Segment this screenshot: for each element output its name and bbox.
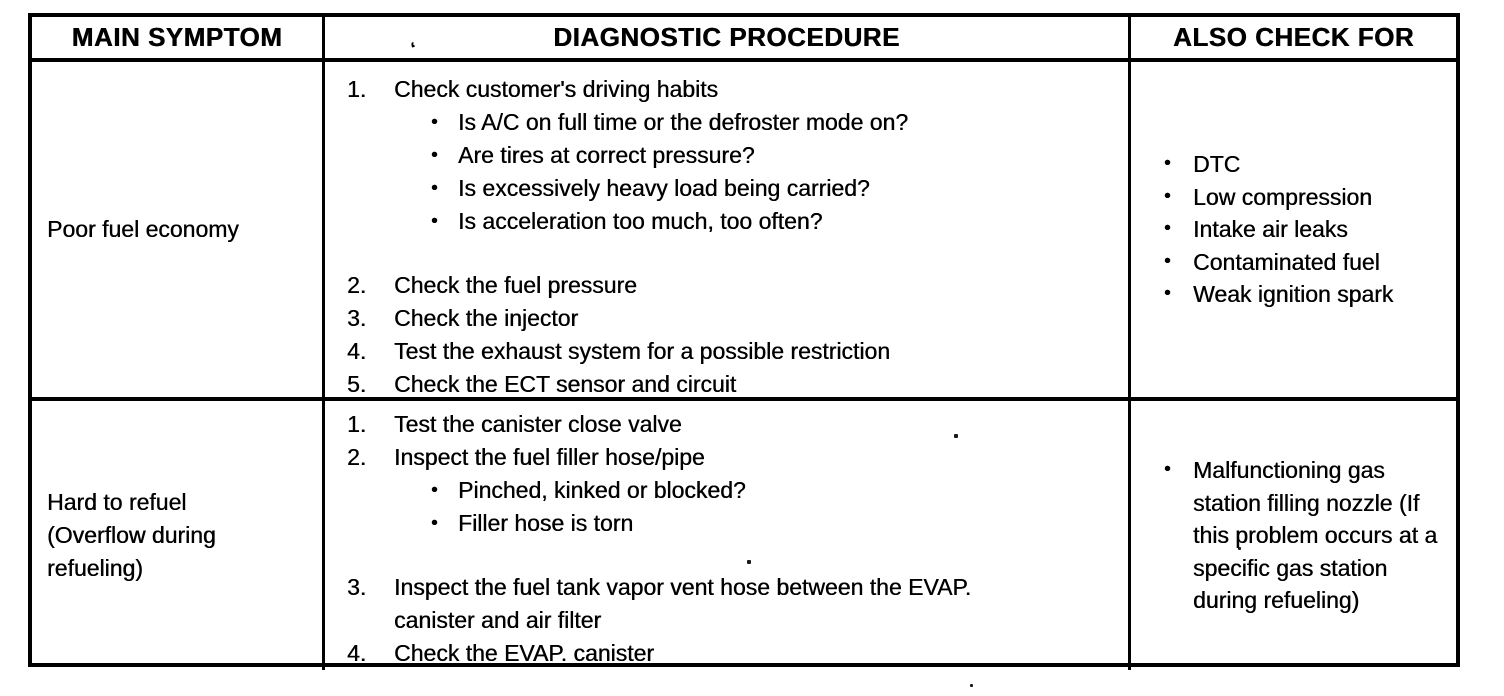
step-number: 2. xyxy=(347,444,367,470)
bullet-icon: • xyxy=(1164,250,1171,272)
step-number: 4. xyxy=(347,338,367,364)
also-check-item: • Low compression xyxy=(1164,181,1450,214)
step-number: 3. xyxy=(347,574,367,600)
bullet-icon: • xyxy=(431,211,438,232)
step-text: Check the EVAP. canister xyxy=(394,640,654,666)
procedure-step: 4. Check the EVAP. canister xyxy=(347,637,1118,670)
also-check-item: • Contaminated fuel xyxy=(1164,246,1450,279)
step-number: 5. xyxy=(347,371,367,397)
procedure-sub-bullet: • Are tires at correct pressure? xyxy=(347,139,1118,172)
also-check-text: Low compression xyxy=(1193,183,1372,210)
step-text: Test the canister close valve xyxy=(394,411,682,437)
step-text: Inspect the fuel tank vapor vent hose be… xyxy=(394,574,972,633)
procedure-sub-bullet: • Pinched, kinked or blocked? xyxy=(347,474,1118,507)
scan-speck xyxy=(954,434,958,438)
symptom-line: (Overflow during xyxy=(47,522,216,548)
procedure-sub-bullet: • Is excessively heavy load being carrie… xyxy=(347,172,1118,205)
procedure-step: 4. Test the exhaust system for a possibl… xyxy=(347,335,1118,368)
also-check-item: • Weak ignition spark xyxy=(1164,278,1450,311)
procedure-step: 1. Check customer's driving habits xyxy=(347,73,1118,106)
procedure-step: 2. Check the fuel pressure xyxy=(347,269,1118,302)
bullet-icon: • xyxy=(431,178,438,199)
also-check-text: Contaminated fuel xyxy=(1193,248,1380,275)
also-check-item: • DTC xyxy=(1164,148,1450,181)
header-also-check-for: ALSO CHECK FOR xyxy=(1131,17,1456,62)
header-diagnostic-procedure-label: DIAGNOSTIC PROCEDURE xyxy=(553,22,900,52)
also-check-text: DTC xyxy=(1193,151,1241,178)
header-main-symptom-label: MAIN SYMPTOM xyxy=(71,22,283,52)
bullet-icon: • xyxy=(431,480,438,501)
bullet-icon: • xyxy=(1164,218,1171,240)
bullet-icon: • xyxy=(1164,459,1171,481)
also-check-item: • Malfunctioning gas station filling noz… xyxy=(1164,454,1450,617)
blank-line xyxy=(347,238,1118,269)
scan-speck xyxy=(970,684,973,687)
bullet-icon: • xyxy=(431,513,438,534)
procedure-sub-bullet: • Is A/C on full time or the defroster m… xyxy=(347,106,1118,139)
symptom-cell-poor-fuel-economy: Poor fuel economy xyxy=(32,62,325,401)
step-text: Check the ECT sensor and circuit xyxy=(394,371,737,397)
bullet-icon: • xyxy=(1164,153,1171,175)
procedure-step: 1. Test the canister close valve xyxy=(347,408,1118,441)
sub-bullet-text: Are tires at correct pressure? xyxy=(458,142,755,168)
procedure-cell-poor-fuel-economy: 1. Check customer's driving habits • Is … xyxy=(325,62,1131,401)
step-text: Test the exhaust system for a possible r… xyxy=(394,338,890,364)
symptom-line: Hard to refuel xyxy=(47,489,187,515)
header-diagnostic-procedure: ‘ DIAGNOSTIC PROCEDURE xyxy=(325,17,1131,62)
procedure-step: 5. Check the ECT sensor and circuit xyxy=(347,368,1118,401)
step-text: Check the fuel pressure xyxy=(394,272,637,298)
step-number: 1. xyxy=(347,76,367,102)
bullet-icon: • xyxy=(431,145,438,166)
header-main-symptom: MAIN SYMPTOM xyxy=(32,17,325,62)
step-number: 1. xyxy=(347,411,367,437)
procedure-step: 3. Inspect the fuel tank vapor vent hose… xyxy=(347,571,1118,637)
sub-bullet-text: Is A/C on full time or the defroster mod… xyxy=(458,109,909,135)
step-text: Check the injector xyxy=(394,305,579,331)
also-check-cell-hard-to-refuel: • Malfunctioning gas station filling noz… xyxy=(1131,401,1456,670)
also-check-text: Malfunctioning gas station filling nozzl… xyxy=(1193,457,1438,614)
sub-bullet-text: Is excessively heavy load being carried? xyxy=(458,175,870,201)
step-text: Inspect the fuel filler hose/pipe xyxy=(394,444,705,470)
scan-speck xyxy=(1238,547,1241,550)
symptom-line: Poor fuel economy xyxy=(47,216,239,242)
procedure-sub-bullet: • Is acceleration too much, too often? xyxy=(347,205,1118,238)
sub-bullet-text: Is acceleration too much, too often? xyxy=(458,208,823,234)
symptom-cell-hard-to-refuel: Hard to refuel (Overflow during refuelin… xyxy=(32,401,325,670)
header-also-check-for-label: ALSO CHECK FOR xyxy=(1173,22,1414,52)
step-number: 3. xyxy=(347,305,367,331)
sub-bullet-text: Filler hose is torn xyxy=(458,510,634,536)
symptom-line: refueling) xyxy=(47,555,143,581)
step-number: 2. xyxy=(347,272,367,298)
blank-line xyxy=(347,540,1118,571)
scan-artifact-mark: ‘ xyxy=(409,38,419,59)
step-number: 4. xyxy=(347,640,367,666)
also-check-item: • Intake air leaks xyxy=(1164,213,1450,246)
bullet-icon: • xyxy=(1164,283,1171,305)
diagnostic-table: MAIN SYMPTOM ‘ DIAGNOSTIC PROCEDURE ALSO… xyxy=(28,13,1460,670)
sub-bullet-text: Pinched, kinked or blocked? xyxy=(458,477,746,503)
procedure-cell-hard-to-refuel: 1. Test the canister close valve 2. Insp… xyxy=(325,401,1131,670)
bullet-icon: • xyxy=(1164,185,1171,207)
also-check-text: Weak ignition spark xyxy=(1193,281,1394,308)
procedure-step: 3. Check the injector xyxy=(347,302,1118,335)
procedure-sub-bullet: • Filler hose is torn xyxy=(347,507,1118,540)
scan-speck xyxy=(747,560,751,564)
procedure-step: 2. Inspect the fuel filler hose/pipe xyxy=(347,441,1118,474)
also-check-text: Intake air leaks xyxy=(1193,216,1348,243)
also-check-cell-poor-fuel-economy: • DTC • Low compression • Intake air lea… xyxy=(1131,62,1456,401)
bullet-icon: • xyxy=(431,112,438,133)
step-text: Check customer's driving habits xyxy=(394,76,718,102)
